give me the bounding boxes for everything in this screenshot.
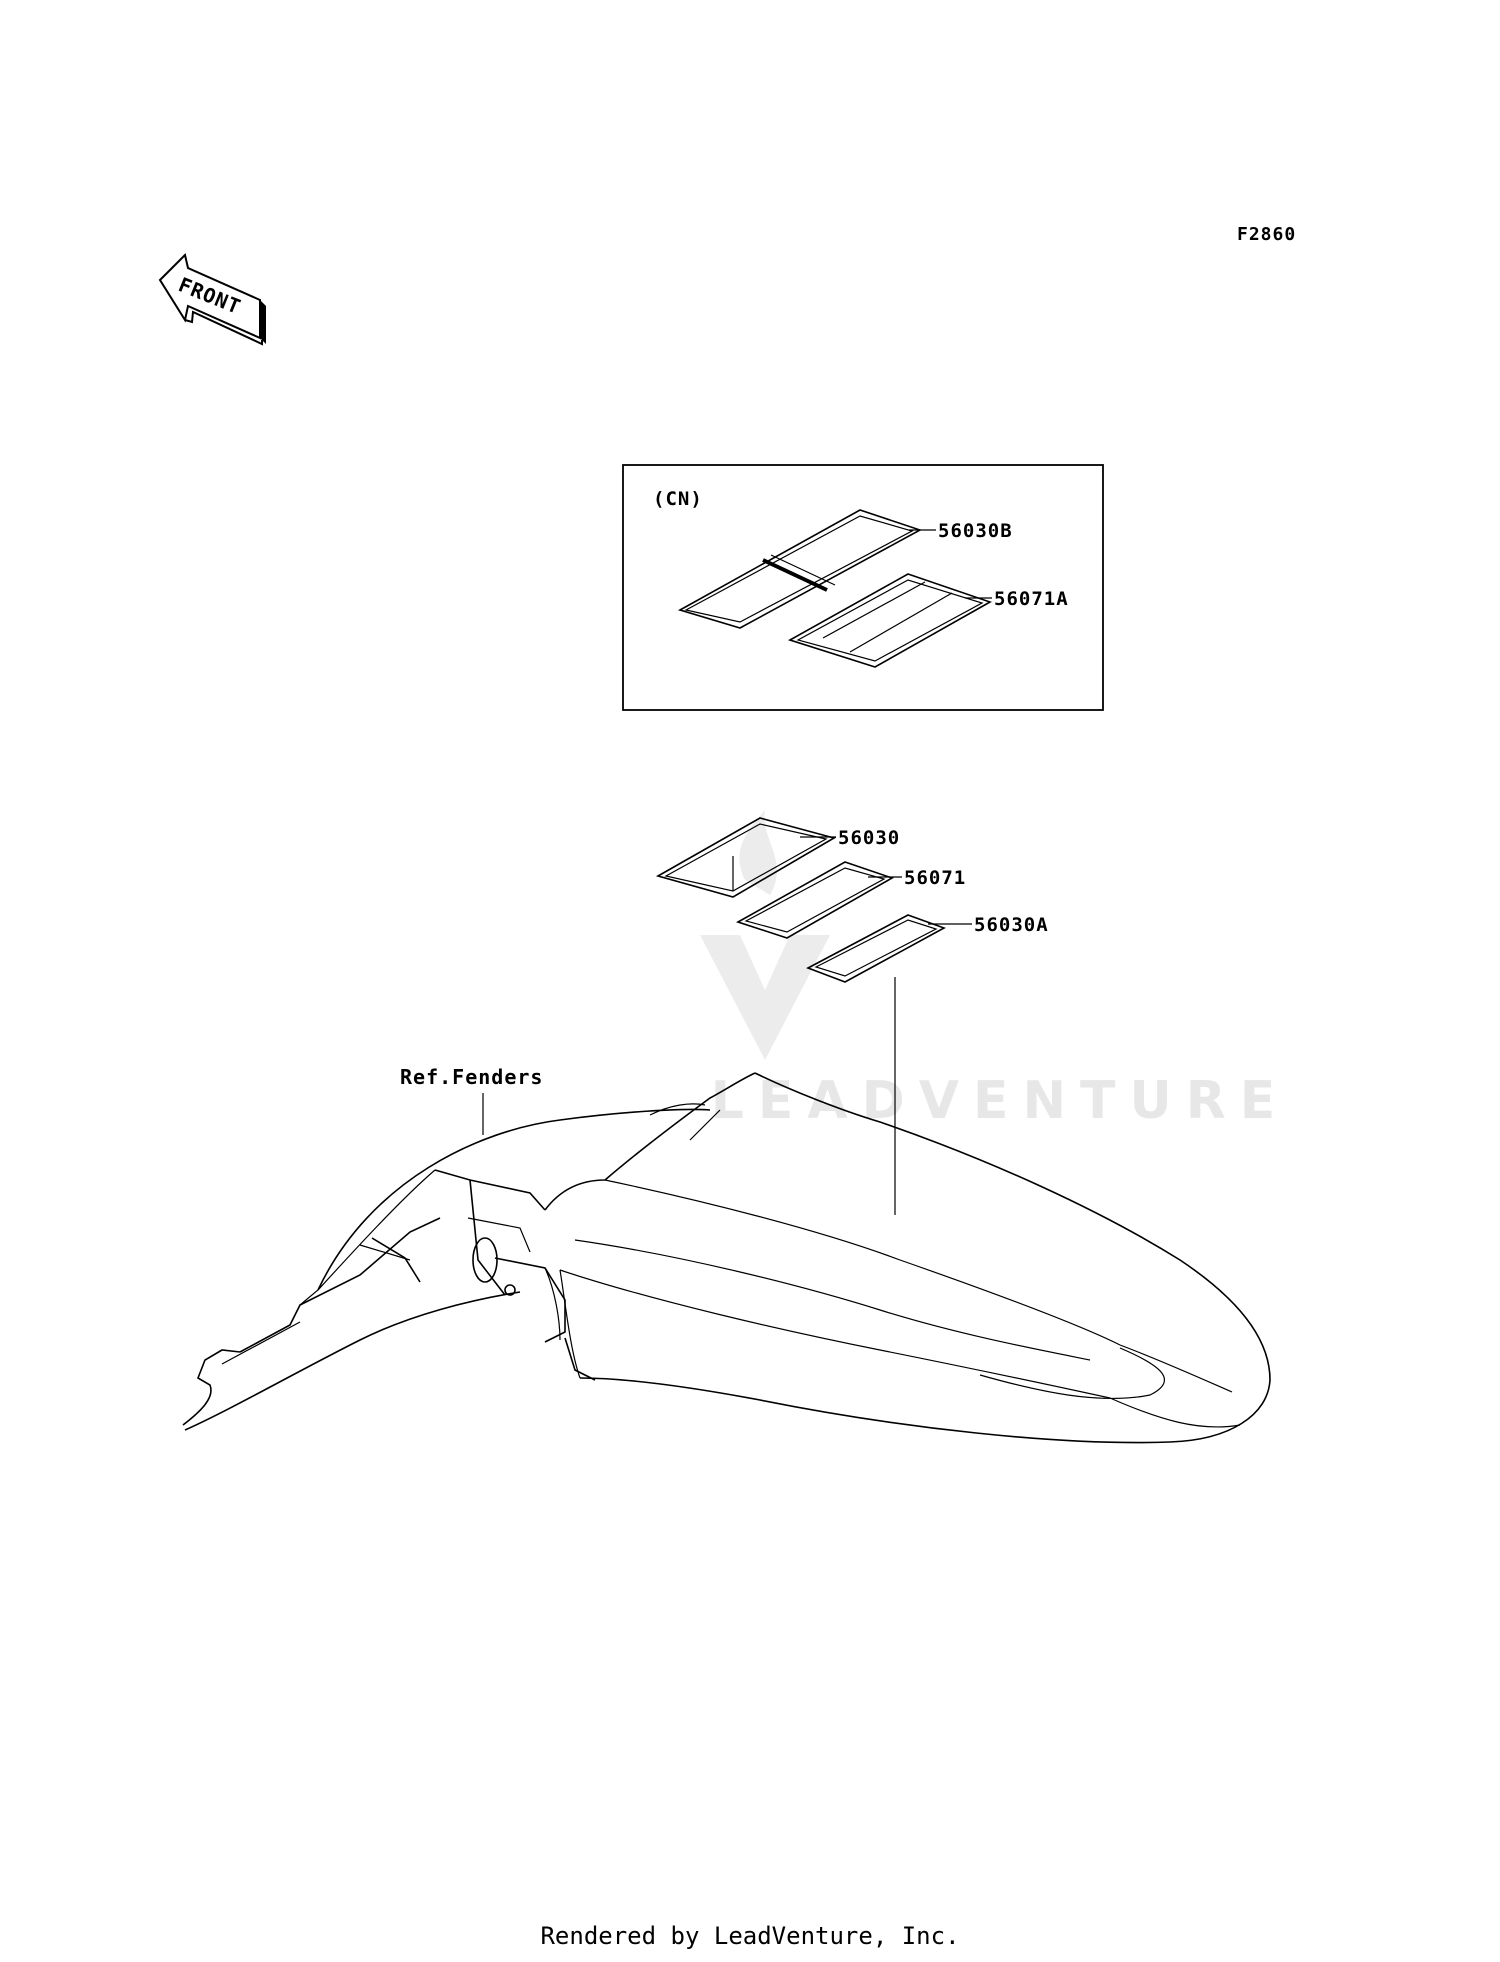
label-56071A-icon [787,573,992,668]
watermark-logo-icon [700,810,830,1060]
leadventure-watermark: LEADVENTURE [700,810,1290,1131]
callout-56030: 56030 [838,827,900,849]
callout-56030A: 56030A [974,914,1049,936]
front-fender-icon [182,1072,1271,1444]
label-56030A-icon [806,914,946,983]
callout-56030B: 56030B [938,520,1013,542]
label-56030B-icon [677,509,922,629]
callout-56071: 56071 [904,867,966,889]
label-56030-icon [655,817,837,898]
callout-56071A: 56071A [994,588,1069,610]
cn-region-label: (CN) [653,488,703,510]
label-56071-icon [736,861,894,939]
front-arrow-icon: FRONT [158,253,266,346]
diagram-code: F2860 [1237,224,1296,245]
footer-credit: Rendered by LeadVenture, Inc. [540,1922,960,1950]
watermark-text: LEADVENTURE [711,1071,1290,1131]
cn-inset-box: (CN) 56030B 56071A [622,464,1104,711]
callout-ref-fenders: Ref.Fenders [400,1065,543,1089]
